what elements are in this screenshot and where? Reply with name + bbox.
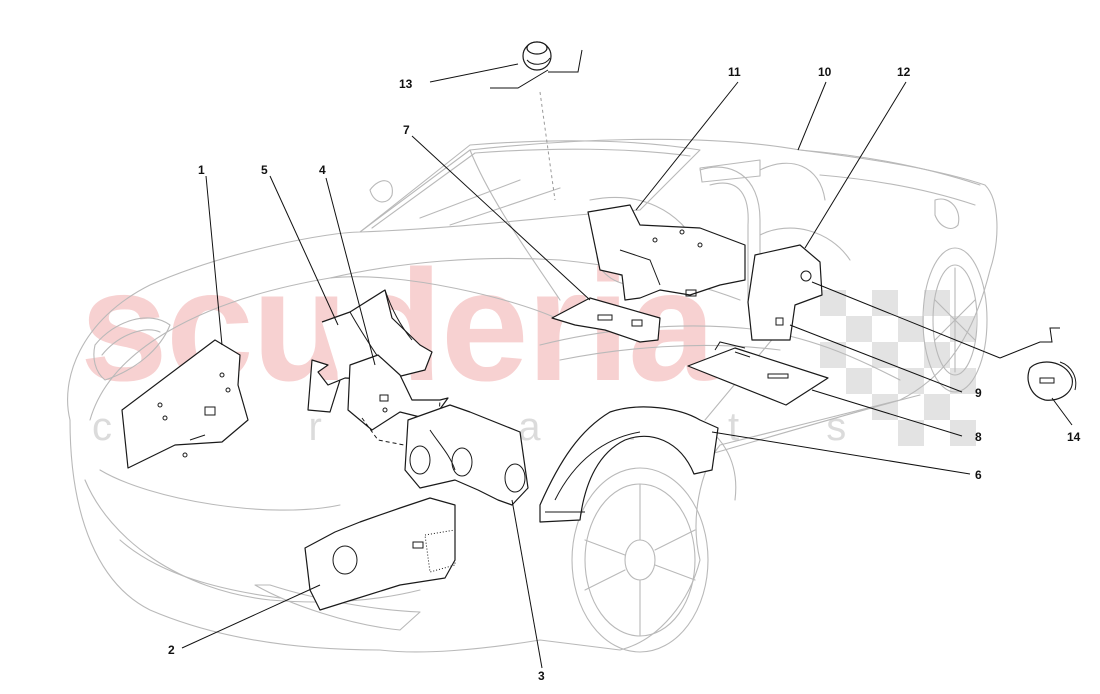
callout-5: 5: [261, 163, 268, 177]
callout-6: 6: [975, 468, 982, 482]
part-1-left-panel[interactable]: [121, 339, 249, 469]
callout-14: 14: [1067, 430, 1081, 444]
leader-lines: [181, 49, 1073, 669]
callout-7: 7: [403, 123, 410, 137]
callout-2: 2: [168, 643, 175, 657]
parts: [121, 41, 1077, 611]
callout-13: 13: [399, 77, 413, 91]
checkered-flag-watermark: [820, 290, 976, 446]
callout-12: 12: [897, 65, 911, 79]
part-7-floor-pad[interactable]: [551, 297, 661, 343]
part-3-front-trunk-liner[interactable]: [404, 404, 529, 506]
part-6-wheel-arch-liner[interactable]: [539, 406, 719, 523]
part-2-lower-front-panel[interactable]: [304, 497, 456, 611]
part-13-plug[interactable]: [522, 41, 552, 71]
callout-10: 10: [818, 65, 832, 79]
part-12-right-bracket[interactable]: [747, 244, 823, 341]
callout-8: 8: [975, 430, 982, 444]
callout-11: 11: [728, 65, 741, 79]
callout-9: 9: [975, 386, 982, 400]
part-11-seat-back-panel[interactable]: [587, 204, 746, 301]
callout-1: 1: [198, 163, 205, 177]
part-14-plug[interactable]: [1027, 361, 1077, 401]
callout-labels: 1 2 3 4 5 6 7 8 9 10 11 12 13 14: [168, 65, 1081, 683]
callout-4: 4: [319, 163, 326, 177]
part-8-rear-floor-pad[interactable]: [687, 341, 829, 406]
callout-3: 3: [538, 669, 545, 683]
